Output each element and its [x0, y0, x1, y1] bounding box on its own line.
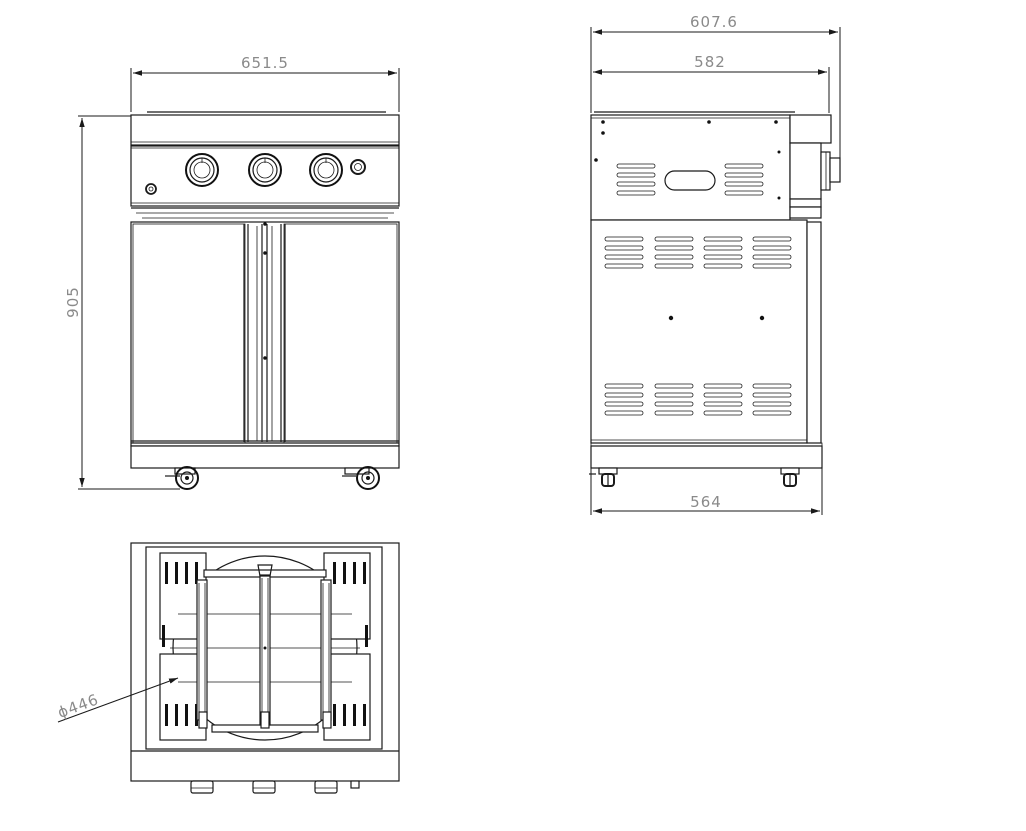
knob-1 [185, 153, 219, 187]
cabinet-vents-bottom [604, 383, 792, 416]
side-depth-label: 582 [694, 53, 726, 71]
top-view: ϕ446 [55, 542, 400, 794]
knob-stems [190, 780, 360, 794]
caster-right [342, 466, 380, 490]
side-caster-right [780, 467, 800, 487]
side-caster-left [589, 467, 618, 487]
side-base-depth-label: 564 [690, 493, 722, 511]
front-width-label: 651.5 [241, 54, 289, 72]
front-view: 651.5 905 [64, 54, 400, 490]
knob-3 [309, 153, 343, 187]
side-base-depth-dimension: 564 [590, 468, 823, 515]
cabinet-doors [130, 221, 400, 447]
diameter-label: ϕ446 [55, 690, 101, 721]
knob-2 [248, 153, 282, 187]
height-dimension: 905 [64, 115, 180, 490]
side-handle [664, 170, 716, 191]
side-view: 607.6 582 [589, 13, 841, 515]
cabinet-vents-top [604, 236, 792, 269]
front-width-dimension: 651.5 [130, 54, 400, 112]
burner-tubes [196, 564, 332, 729]
height-label: 905 [64, 286, 82, 318]
side-overall-depth-label: 607.6 [690, 13, 738, 31]
indicator-light [145, 183, 157, 195]
upper-vents [616, 163, 764, 196]
caster-left [165, 466, 199, 490]
side-depth-dimension: 582 [593, 53, 830, 113]
side-overall-depth-dimension: 607.6 [590, 13, 841, 162]
igniter-button [350, 159, 366, 175]
